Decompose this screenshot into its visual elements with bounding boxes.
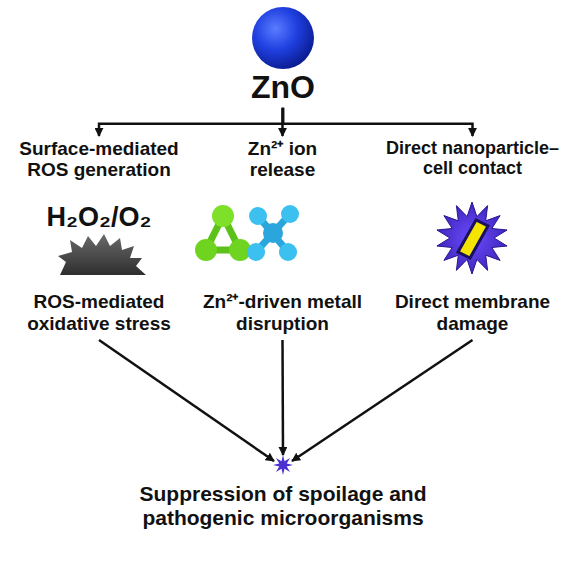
membrane-damage-icon [437, 202, 507, 274]
zno-sphere [252, 7, 314, 69]
ros-formula: H₂O₂/O₂ [9, 202, 189, 232]
flow-arrow [99, 108, 283, 136]
mechanism-node: Direct nanoparticle–cell contactDirect m… [380, 138, 565, 334]
convergence-star [273, 455, 293, 475]
material-node: ZnO [213, 4, 353, 106]
flow-arrow [283, 108, 473, 136]
effect-label: ROS-mediated oxidative stress [9, 291, 189, 334]
effect-label: Zn²⁺-driven metall disruption [193, 291, 373, 334]
material-label: ZnO [213, 70, 353, 106]
flow-arrow [281, 340, 284, 455]
zinc-molecule [195, 205, 299, 261]
mechanism-heading: Zn²⁺ ion release [248, 138, 318, 181]
mechanism-heading: Direct nanoparticle–cell contact [383, 138, 563, 178]
ros-burst [58, 234, 146, 275]
mechanism-node: Zn²⁺ ion releaseZn²⁺-driven metall disru… [190, 138, 375, 334]
effect-label: Direct membrane damage [388, 291, 558, 334]
flow-arrow [292, 340, 473, 461]
flow-arrow [99, 340, 274, 461]
outcome-node: Suppression of spoilage and pathogenic m… [83, 454, 483, 529]
outcome-label: Suppression of spoilage and pathogenic m… [93, 482, 473, 529]
mechanism-heading: Surface-mediated ROS generation [9, 138, 189, 181]
mechanism-node: Surface-mediated ROS generationH₂O₂/O₂ RO… [4, 138, 194, 334]
